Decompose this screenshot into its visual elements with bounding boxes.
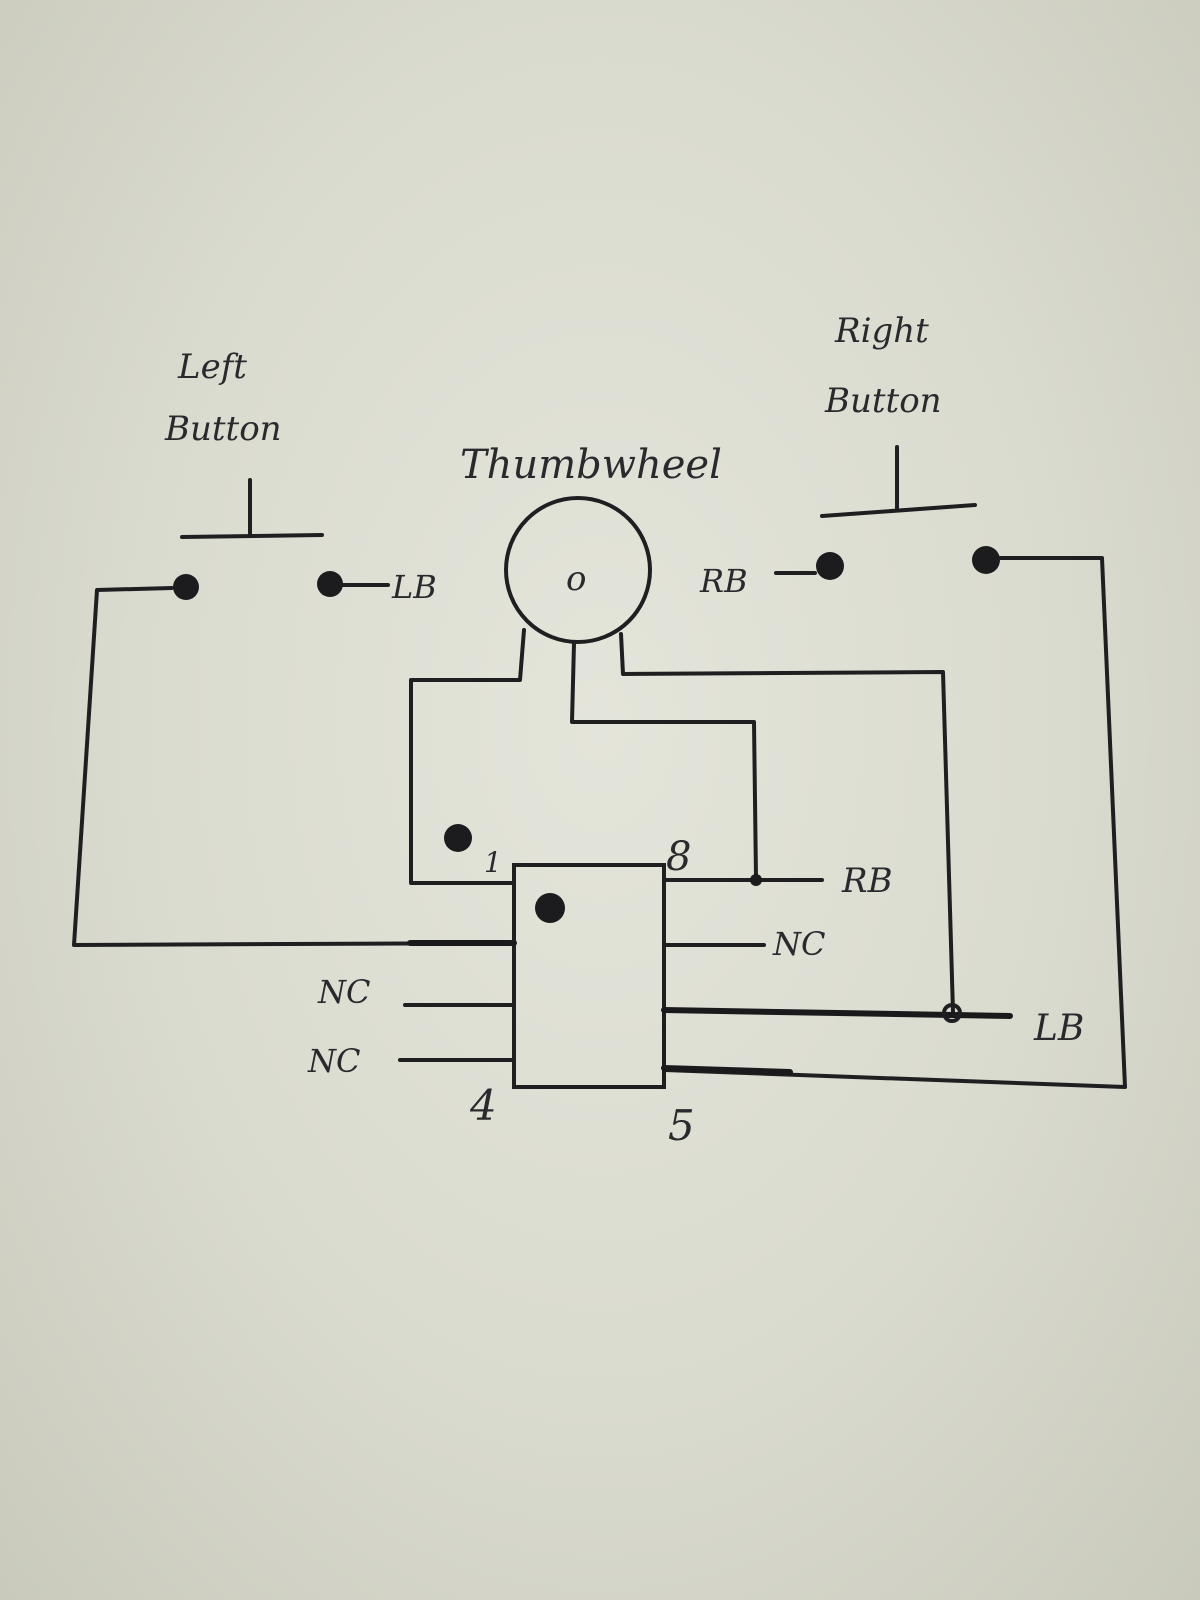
left-button-label-line2: Button <box>164 409 282 449</box>
nc-label-left-2: NC <box>307 1042 360 1080</box>
thumbwheel: Thumbwheel o <box>460 442 722 644</box>
lb-label-top: LB <box>391 568 437 606</box>
wire-thumbwheel-right-to-lb <box>619 632 955 1014</box>
thumbwheel-body <box>504 496 652 644</box>
pin1-marker-dot <box>444 824 472 852</box>
lb-label-right: LB <box>1033 1008 1084 1049</box>
wire-thumbwheel-center-to-rb <box>570 641 758 880</box>
right-button-terminal-b <box>972 546 1000 574</box>
right-button-bar <box>820 503 977 518</box>
left-button-terminal-b <box>317 571 343 597</box>
nc-label-left-1: NC <box>317 973 370 1011</box>
pin-5-lead <box>661 1065 793 1075</box>
left-button: Left Button LB <box>164 347 437 606</box>
pin-6-lead <box>661 1007 1013 1019</box>
ic-body <box>512 863 666 1089</box>
left-button-bar <box>180 533 324 539</box>
right-button-terminal-a <box>816 552 844 580</box>
rb-label-top: RB <box>699 562 748 600</box>
lb-junction <box>942 1003 962 1023</box>
rb-label-right: RB <box>841 861 893 901</box>
rb-junction <box>750 874 762 886</box>
ic-chip: 1 8 4 5 NC NC RB NC LB <box>307 824 1084 1150</box>
right-button-label-line2: Button <box>824 381 942 421</box>
ic-pin1-indicator <box>535 893 565 923</box>
wire-right-button-to-pin5 <box>663 556 1127 1089</box>
pin-8-label: 8 <box>666 834 691 880</box>
nc-label-right: NC <box>772 925 825 963</box>
left-button-label-line1: Left <box>177 347 247 387</box>
thumbwheel-center-mark: o <box>566 559 586 599</box>
wiring <box>72 556 1127 1089</box>
thumbwheel-label: Thumbwheel <box>460 442 722 488</box>
right-button: Right Button RB <box>699 311 1000 600</box>
pin-4-label: 4 <box>469 1081 497 1130</box>
left-button-terminal-a <box>173 574 199 600</box>
right-button-label-line1: Right <box>834 311 929 351</box>
wire-left-button-to-pin2 <box>72 586 512 947</box>
wire-thumbwheel-to-pin1 <box>409 628 526 885</box>
pin-5-label: 5 <box>668 1101 695 1150</box>
pin-1-label: 1 <box>484 846 502 879</box>
